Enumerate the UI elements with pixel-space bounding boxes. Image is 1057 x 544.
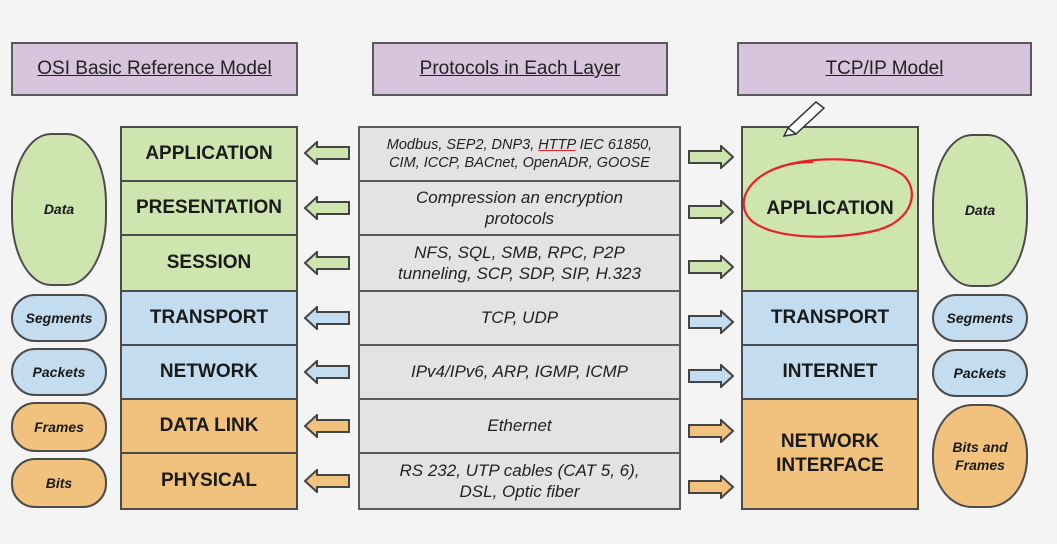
left-unit-data-label: Data [43, 201, 75, 218]
tcpip-layer-transport: TRANSPORT [741, 290, 919, 346]
protocols-text: IEC 61850, [575, 136, 653, 153]
protocols-network: IPv4/IPv6, ARP, IGMP, ICMP [358, 344, 681, 400]
left-unit-frames-label: Frames [34, 418, 84, 435]
http-protocol: HTTP [538, 136, 576, 153]
left-arrow-datalink [304, 414, 350, 438]
osi-layer-label: NETWORK [159, 361, 259, 383]
left-unit-segments-label: Segments [25, 309, 93, 326]
right-unit-packets: Packets [932, 349, 1028, 397]
osi-layer-label: PHYSICAL [160, 470, 258, 492]
annotation-circle [742, 158, 913, 238]
tcpip-layer-label: INTERNET [782, 361, 878, 383]
protocols-header: Protocols in Each Layer [372, 42, 668, 96]
protocols-presentation-line1: Compression an encryption [416, 187, 623, 207]
osi-layer-label: DATA LINK [159, 415, 259, 437]
tcpip-layer-network-interface: NETWORK INTERFACE [741, 398, 919, 510]
right-unit-segments: Segments [932, 294, 1028, 342]
left-unit-data: Data [11, 133, 107, 286]
tcpip-header: TCP/IP Model [737, 42, 1032, 96]
right-arrow-network [688, 364, 734, 388]
protocols-text: Modbus, SEP2, DNP3, [386, 136, 539, 153]
protocols-datalink-text: Ethernet [487, 416, 552, 436]
tcpip-layer-internet: INTERNET [741, 344, 919, 400]
right-arrow-physical [688, 475, 734, 499]
left-unit-segments: Segments [11, 294, 107, 342]
osi-layer-label: APPLICATION [145, 143, 273, 165]
right-arrow-presentation [688, 200, 734, 224]
osi-layer-physical: PHYSICAL [120, 452, 298, 510]
right-unit-segments-label: Segments [946, 309, 1014, 326]
protocols-transport-text: TCP, UDP [480, 308, 559, 328]
protocols-header-label: Protocols in Each Layer [419, 58, 621, 79]
osi-layer-session: SESSION [120, 234, 298, 292]
osi-layer-label: TRANSPORT [149, 307, 269, 329]
tcpip-layer-label: APPLICATION [766, 198, 894, 220]
left-unit-frames: Frames [11, 402, 107, 452]
pen-cursor-icon [782, 101, 826, 137]
right-unit-bits-label: Bits and [952, 438, 1008, 455]
left-unit-packets: Packets [11, 348, 107, 396]
right-arrow-session [688, 255, 734, 279]
protocols-presentation: Compression an encryption protocols [358, 180, 681, 236]
protocols-physical-line2: DSL, Optic fiber [459, 482, 580, 501]
osi-layer-network: NETWORK [120, 344, 298, 400]
left-arrow-transport [304, 306, 350, 330]
right-unit-frames-label: Frames [955, 457, 1005, 473]
protocols-application: Modbus, SEP2, DNP3, HTTP IEC 61850, CIM,… [358, 126, 681, 182]
osi-layer-transport: TRANSPORT [120, 290, 298, 346]
left-unit-bits: Bits [11, 458, 107, 508]
left-unit-packets-label: Packets [32, 363, 86, 380]
left-arrow-network [304, 360, 350, 384]
osi-layer-label: SESSION [166, 252, 252, 274]
left-arrow-presentation [304, 196, 350, 220]
left-arrow-session [304, 251, 350, 275]
osi-layer-presentation: PRESENTATION [120, 180, 298, 236]
protocols-transport: TCP, UDP [358, 290, 681, 346]
protocols-application-line2: CIM, ICCP, BACnet, OpenADR, GOOSE [389, 155, 650, 171]
protocols-session-line2: tunneling, SCP, SDP, SIP, H.323 [398, 264, 641, 283]
protocols-session-line1: NFS, SQL, SMB, RPC, P2P [414, 242, 625, 262]
right-arrow-application [688, 145, 734, 169]
protocols-physical: RS 232, UTP cables (CAT 5, 6), DSL, Opti… [358, 452, 681, 510]
tcpip-layer-application: APPLICATION [741, 126, 919, 292]
tcpip-layer-label: INTERFACE [776, 455, 884, 476]
osi-layer-label: PRESENTATION [135, 197, 283, 219]
left-arrow-physical [304, 469, 350, 493]
right-unit-data: Data [932, 134, 1028, 287]
right-arrow-datalink [688, 419, 734, 443]
right-unit-data-label: Data [964, 202, 996, 219]
protocols-physical-line1: RS 232, UTP cables (CAT 5, 6), [399, 460, 640, 480]
protocols-application-line1: Modbus, SEP2, DNP3, HTTP IEC 61850, [387, 136, 652, 154]
osi-layer-application: APPLICATION [120, 126, 298, 182]
left-arrow-application [304, 141, 350, 165]
protocols-presentation-line2: protocols [485, 209, 554, 228]
protocols-network-text: IPv4/IPv6, ARP, IGMP, ICMP [411, 362, 628, 382]
osi-layer-datalink: DATA LINK [120, 398, 298, 454]
right-unit-bits-and-frames: Bits and Frames [932, 404, 1028, 508]
osi-header-label: OSI Basic Reference Model [37, 58, 272, 79]
tcpip-header-label: TCP/IP Model [825, 58, 944, 79]
tcpip-layer-label: TRANSPORT [770, 307, 890, 329]
right-arrow-transport [688, 310, 734, 334]
right-unit-packets-label: Packets [953, 364, 1007, 381]
protocols-session: NFS, SQL, SMB, RPC, P2P tunneling, SCP, … [358, 234, 681, 292]
osi-header: OSI Basic Reference Model [11, 42, 298, 96]
tcpip-layer-label: NETWORK [780, 431, 880, 453]
left-unit-bits-label: Bits [45, 474, 73, 491]
protocols-datalink: Ethernet [358, 398, 681, 454]
